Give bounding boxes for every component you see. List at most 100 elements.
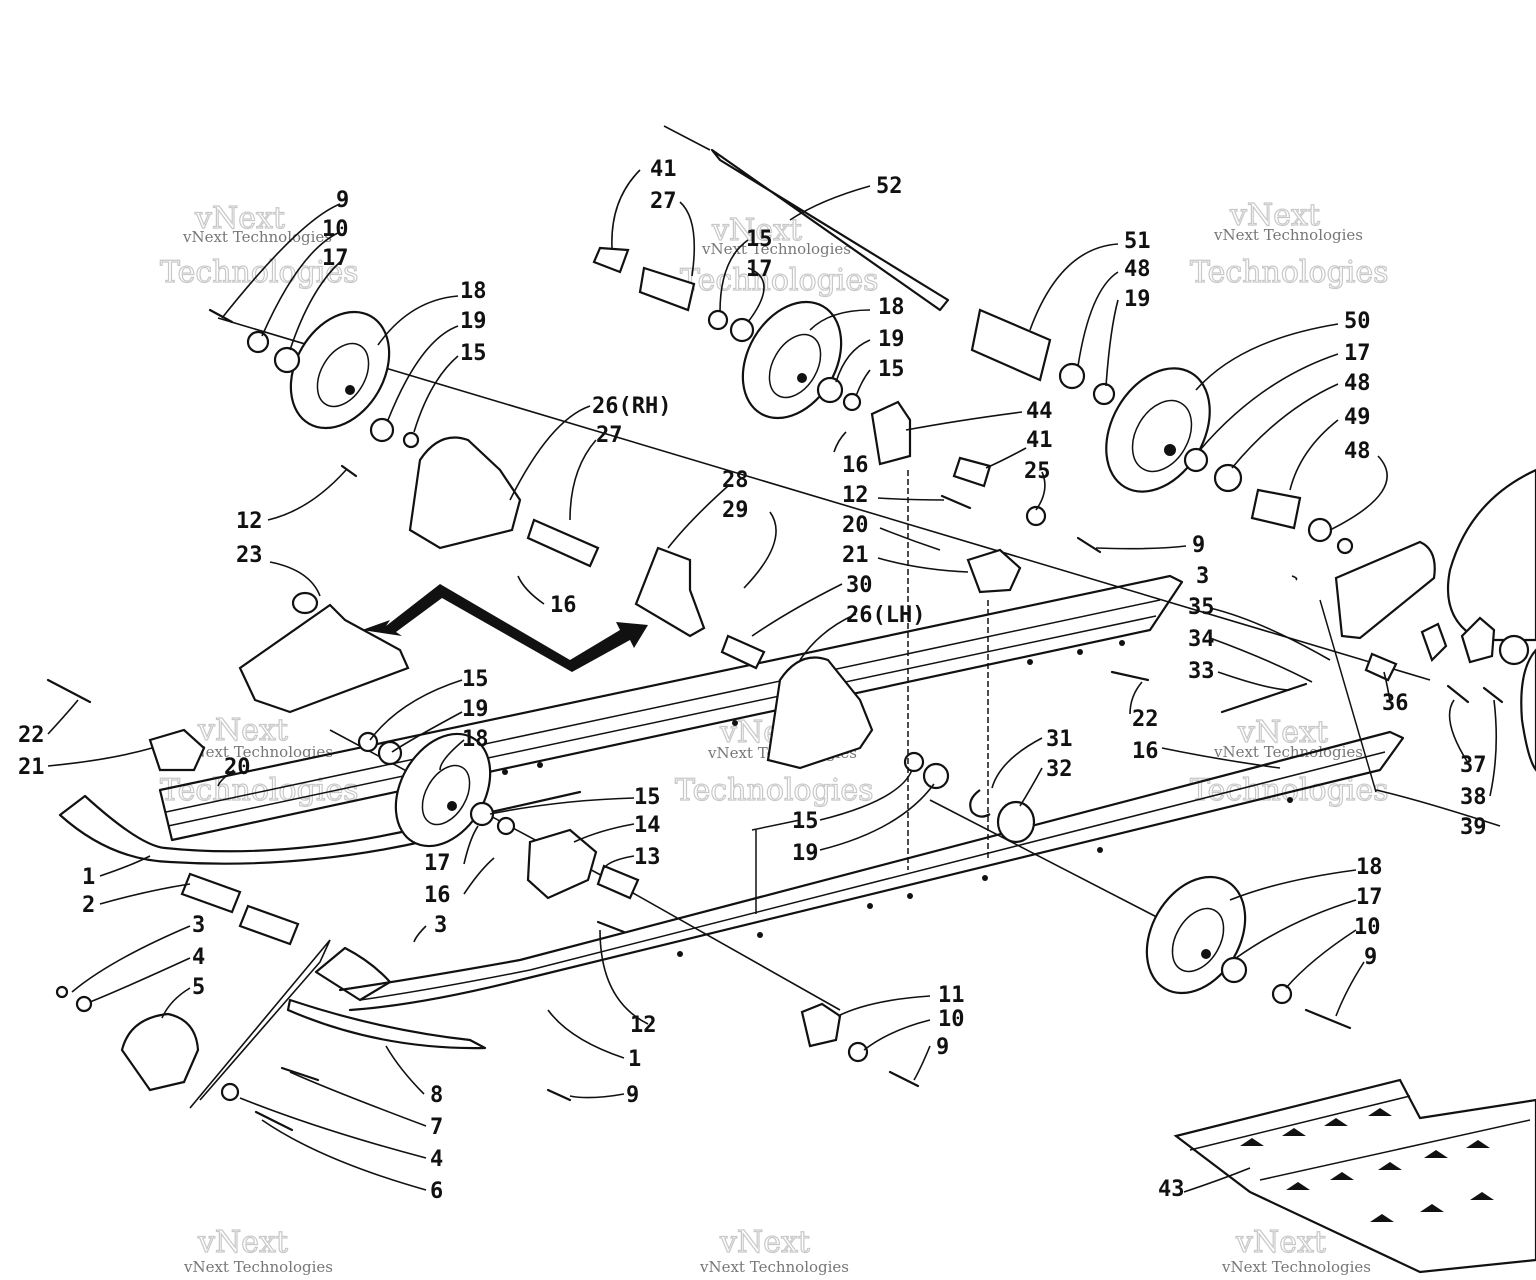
callout-17: 17 <box>322 246 349 271</box>
idler-wheel-far-right-partial <box>1446 468 1536 772</box>
callout-15: 15 <box>746 227 773 252</box>
bolts <box>46 308 1504 1132</box>
callout-34: 34 <box>1188 627 1215 652</box>
callout-3: 3 <box>434 913 447 938</box>
bracket-bushing <box>291 591 319 615</box>
callout-10: 10 <box>1354 915 1381 940</box>
callout-32: 32 <box>1046 757 1073 782</box>
axle-block-lower <box>800 1002 842 1048</box>
callout-23: 23 <box>236 543 263 568</box>
front-bumper-block <box>120 1012 200 1092</box>
pivot-bracket <box>238 603 410 714</box>
callout-22: 22 <box>1132 707 1159 732</box>
callout-15: 15 <box>462 667 489 692</box>
idler-wheel-lower-right <box>1145 875 1247 995</box>
wear-strip <box>286 998 487 1050</box>
center-block <box>526 828 598 900</box>
callout-26-rh: 26(RH) <box>592 394 671 419</box>
rear-axle-block <box>870 400 912 466</box>
callout-50: 50 <box>1344 309 1371 334</box>
callout-4: 4 <box>192 945 205 970</box>
callout-9: 9 <box>626 1083 639 1108</box>
callout-15: 15 <box>792 809 819 834</box>
svg-text:vNext: vNext <box>1237 715 1328 750</box>
svg-text:vNext: vNext <box>1235 1225 1326 1260</box>
shock-bracket <box>634 546 706 638</box>
svg-text:vNext Technologies: vNext Technologies <box>1213 743 1363 761</box>
idler-hub <box>1460 616 1496 664</box>
svg-text:Technologies: Technologies <box>675 773 874 808</box>
watermark: vNext vNext Technologies Technologies <box>1189 197 1389 290</box>
callout-19: 19 <box>792 841 819 866</box>
callout-16: 16 <box>550 593 577 618</box>
callout-41: 41 <box>1026 428 1053 453</box>
callout-20: 20 <box>224 755 251 780</box>
svg-text:Technologies: Technologies <box>160 773 359 808</box>
spacers <box>180 246 1398 946</box>
bumper-block-upper <box>966 548 1022 594</box>
adjuster-block <box>1420 622 1448 663</box>
callout-19: 19 <box>878 327 905 352</box>
callout-43: 43 <box>1158 1177 1185 1202</box>
callout-30: 30 <box>846 573 873 598</box>
rear-arm-bracket-rh <box>408 436 522 550</box>
reference-line <box>751 819 801 914</box>
svg-text:vNext: vNext <box>194 201 285 236</box>
svg-text:vNext Technologies: vNext Technologies <box>183 1258 333 1276</box>
svg-text:vNext: vNext <box>1229 198 1320 233</box>
svg-text:Technologies: Technologies <box>1190 255 1389 290</box>
callout-3: 3 <box>1196 564 1209 589</box>
callout-6: 6 <box>430 1179 443 1204</box>
callout-9: 9 <box>936 1035 949 1060</box>
callout-14: 14 <box>634 813 661 838</box>
rail-holes <box>502 640 1293 957</box>
track-43 <box>1173 1078 1536 1274</box>
callout-18: 18 <box>878 295 905 320</box>
callout-27: 27 <box>596 423 623 448</box>
callout-11: 11 <box>938 983 965 1008</box>
svg-text:Technologies: Technologies <box>680 263 879 298</box>
callout-labels: 9 10 17 18 19 15 41 27 15 17 52 18 19 15… <box>18 157 1487 1204</box>
callout-48: 48 <box>1344 439 1371 464</box>
watermark: vNext vNext Technologies Technologies <box>159 712 359 808</box>
idler-wheel-upper-center <box>741 300 843 420</box>
callout-12: 12 <box>630 1013 657 1038</box>
callout-38: 38 <box>1460 785 1487 810</box>
callout-25: 25 <box>1024 459 1051 484</box>
watermark: vNext vNext Technologies <box>699 1224 849 1276</box>
callout-48: 48 <box>1344 371 1371 396</box>
clip-31 <box>969 789 991 818</box>
callout-17: 17 <box>424 851 451 876</box>
callout-48: 48 <box>1124 257 1151 282</box>
callout-39: 39 <box>1460 815 1487 840</box>
rear-axle <box>663 125 950 312</box>
svg-text:vNext Technologies: vNext Technologies <box>699 1258 849 1276</box>
callout-1: 1 <box>628 1047 641 1072</box>
shaft-main <box>217 317 1431 681</box>
svg-text:vNext: vNext <box>197 713 288 748</box>
callout-26-lh: 26(LH) <box>846 603 925 628</box>
callout-21: 21 <box>18 755 45 780</box>
callout-7: 7 <box>430 1115 443 1140</box>
idler-wheel-upper-left <box>289 310 391 430</box>
forward-arrow-icon <box>362 584 648 672</box>
svg-text:vNext Technologies: vNext Technologies <box>1213 226 1363 244</box>
callout-17: 17 <box>1344 341 1371 366</box>
callout-22: 22 <box>18 723 45 748</box>
callout-10: 10 <box>322 217 349 242</box>
callout-41: 41 <box>650 157 677 182</box>
callout-12: 12 <box>842 483 869 508</box>
svg-text:vNext Technologies: vNext Technologies <box>701 240 851 258</box>
callout-27: 27 <box>650 189 677 214</box>
slide-rail-front <box>58 730 1405 1012</box>
reference-line <box>1319 599 1377 793</box>
callout-33: 33 <box>1188 659 1215 684</box>
callout-31: 31 <box>1046 727 1073 752</box>
watermark: vNext vNext Technologies <box>183 1224 333 1276</box>
callout-51: 51 <box>1124 229 1151 254</box>
callout-21: 21 <box>842 543 869 568</box>
callout-35: 35 <box>1188 595 1215 620</box>
watermark: vNext vNext Technologies <box>1221 1224 1371 1276</box>
